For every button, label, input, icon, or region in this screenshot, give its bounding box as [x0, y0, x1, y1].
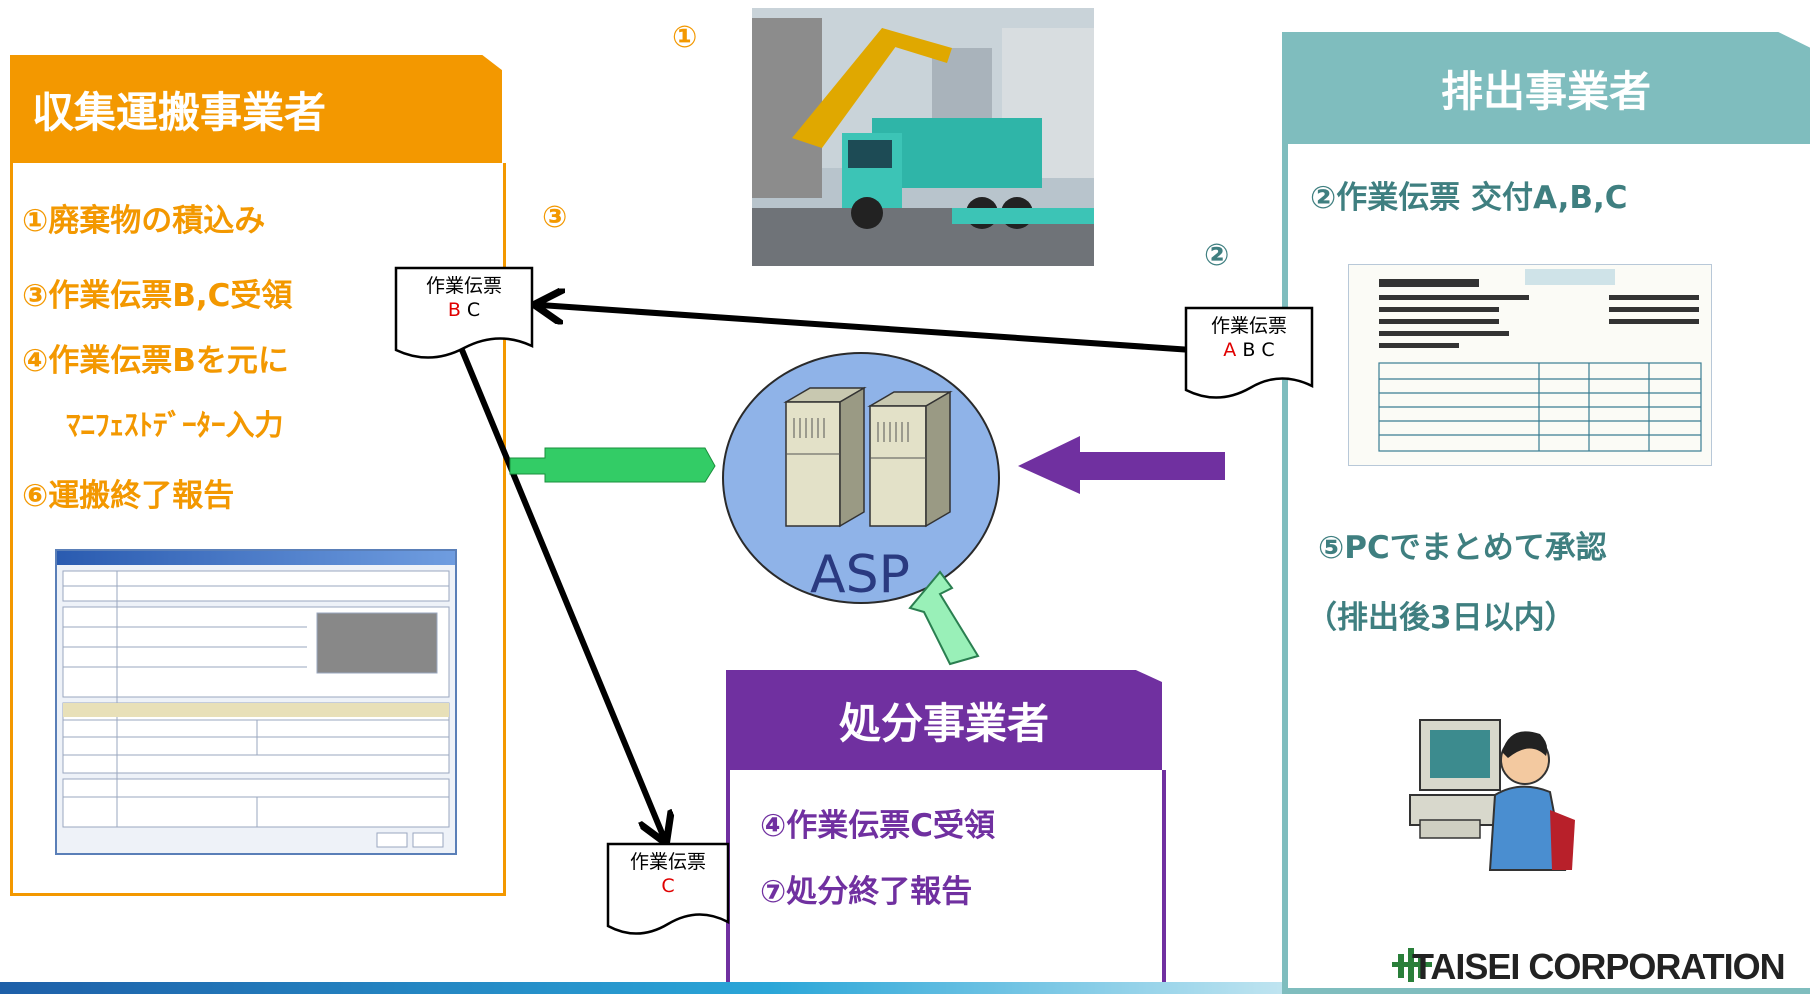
collector-step-1: ①廃棄物の積込み — [22, 203, 266, 239]
taisei-logo-mark — [1392, 948, 1432, 982]
disposer-panel — [726, 770, 1166, 994]
disposer-step-4: ④作業伝票C受領 — [760, 808, 995, 844]
emitter-step-5: ⑤PCでまとめて承認 — [1318, 530, 1607, 566]
work-slip-abc-title: 作業伝票 — [1210, 315, 1287, 337]
work-slip-bc-title: 作業伝票 — [425, 275, 502, 297]
step-marker-1: ① — [672, 20, 698, 55]
manifest-input-window-image — [55, 549, 457, 855]
emitter-step-2: ②作業伝票 交付A,B,C — [1310, 180, 1628, 216]
work-slip-c-title: 作業伝票 — [629, 851, 706, 873]
form-grid-image — [62, 570, 450, 848]
arrow-slip-to-disposer — [459, 348, 664, 838]
emitter-panel-title: 排出事業者 — [1282, 32, 1810, 144]
disposer-step-7: ⑦処分終了報告 — [760, 874, 973, 910]
emitter-step-5-note: （排出後3日以内） — [1306, 600, 1576, 636]
work-slip-c-highlight: C — [661, 875, 675, 897]
truck-loading-photo — [752, 8, 1094, 266]
collector-panel-title: 収集運搬事業者 — [10, 55, 502, 163]
collector-step-6: ⑥運搬終了報告 — [22, 478, 235, 514]
step-marker-2: ② — [1204, 238, 1230, 273]
work-slip-abc-rest: B C — [1236, 339, 1275, 361]
arrow-disposer-to-asp — [908, 570, 980, 666]
asp-label: ASP — [810, 545, 910, 605]
work-slip-bc-rest: C — [460, 299, 481, 321]
delivery-slip-image — [1348, 264, 1712, 466]
collector-step-3: ③作業伝票B,C受領 — [22, 278, 293, 314]
collector-step-4-detail: ﾏﾆﾌｪｽﾄﾃﾞｰﾀｰ入力 — [66, 408, 284, 442]
server-rack-icon — [780, 382, 956, 532]
work-slip-abc-highlight: A — [1223, 339, 1237, 361]
work-slip-bc-highlight: B — [447, 299, 461, 321]
person-at-pc-illustration — [1400, 700, 1580, 880]
arrow-emitter-to-asp — [1018, 436, 1225, 494]
arrow-slip-to-collector — [540, 305, 1193, 353]
step-marker-3: ③ — [542, 200, 568, 235]
taisei-logo-text: TAISEI CORPORATION — [1412, 946, 1786, 987]
disposer-panel-title: 処分事業者 — [726, 670, 1162, 770]
footer-gradient-bar — [0, 982, 1282, 994]
collector-step-4: ④作業伝票Bを元に — [22, 343, 289, 379]
arrow-collector-to-asp — [509, 447, 716, 483]
